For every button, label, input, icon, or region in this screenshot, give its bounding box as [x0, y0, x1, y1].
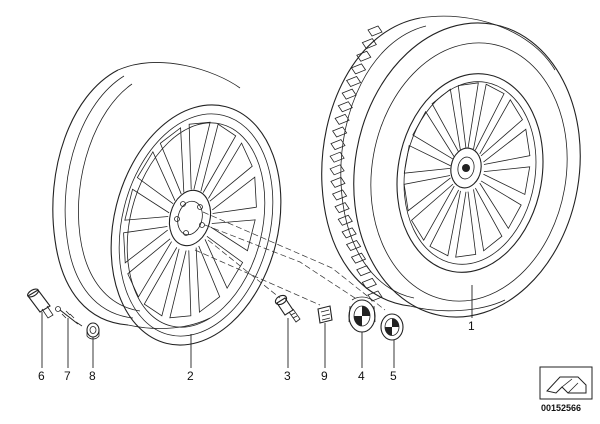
complete-wheel-drawing [321, 15, 581, 318]
spoke [479, 180, 522, 230]
tread-block [329, 151, 345, 163]
callout-6: 6 [38, 369, 45, 383]
spoke [143, 247, 180, 317]
alloy-rim-drawing [52, 62, 282, 346]
tread-block [345, 75, 362, 87]
spoke [159, 127, 185, 195]
emblem-part [380, 313, 404, 341]
callout-9: 9 [321, 369, 328, 383]
tread-block [337, 101, 353, 113]
catalog-symbol-box [539, 366, 593, 400]
spoke [412, 110, 455, 160]
spoke [127, 238, 172, 298]
balance-weight-part [317, 305, 333, 324]
tread-block [329, 164, 345, 176]
tread-block [341, 227, 357, 239]
hub-cap-part [348, 296, 376, 333]
tread-block [350, 252, 367, 264]
tread-block [334, 202, 350, 214]
tread-block [345, 240, 362, 252]
callout-5: 5 [390, 369, 397, 383]
spoke [188, 121, 211, 190]
spoke [403, 144, 451, 174]
tread-block [330, 176, 346, 188]
callout-1: 1 [468, 319, 475, 333]
tread-block [361, 277, 377, 289]
callout-3: 3 [284, 369, 291, 383]
callout-7: 7 [64, 369, 71, 383]
spoke [483, 166, 531, 196]
document-number: 00152566 [541, 403, 581, 413]
spoke [123, 226, 168, 264]
spoke [479, 98, 523, 157]
spoke [457, 82, 479, 149]
spoke [204, 236, 244, 290]
tread-block [367, 290, 383, 302]
spoke [200, 123, 237, 193]
tread-block [330, 139, 346, 151]
exploded-alignment-lines [194, 211, 386, 311]
tread-block [332, 126, 348, 138]
spoke [210, 219, 256, 252]
leader-lines [41, 285, 473, 368]
tread-block [350, 63, 367, 75]
spoke [208, 142, 253, 202]
valve-stem-part [55, 306, 83, 327]
spoke [136, 150, 176, 204]
spoke [473, 83, 505, 151]
valve-cap-part [27, 288, 54, 319]
tread-block [337, 214, 353, 226]
callout-8: 8 [89, 369, 96, 383]
catalog-symbol-icon [546, 376, 587, 394]
spoke [431, 88, 461, 153]
spoke [483, 128, 531, 165]
spoke [455, 191, 477, 258]
tread-block [341, 88, 357, 100]
spoke [124, 188, 170, 221]
spoke [169, 250, 192, 319]
spoke [473, 187, 503, 252]
spoke [429, 189, 461, 257]
spoke [195, 245, 221, 313]
callout-4: 4 [358, 369, 365, 383]
spoke [411, 183, 455, 242]
spoke [212, 176, 257, 214]
tread-block [356, 50, 372, 62]
callout-2: 2 [187, 369, 194, 383]
tread-block [334, 113, 350, 125]
wheel-bolt-part [274, 294, 301, 323]
tread-block [367, 25, 383, 37]
tread-block [332, 189, 348, 201]
valve-nut-part [86, 322, 100, 340]
tread-block [356, 265, 372, 277]
spoke [403, 175, 451, 212]
tread-block [361, 38, 377, 50]
